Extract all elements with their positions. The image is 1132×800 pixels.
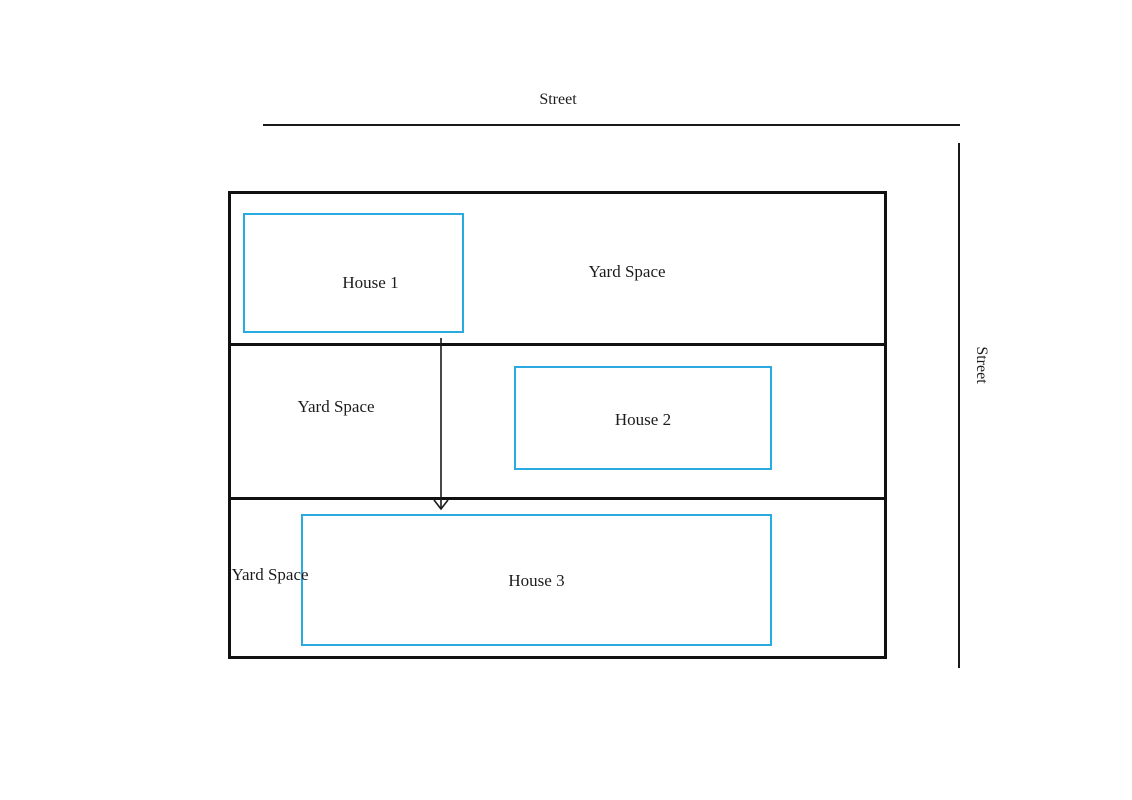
yard-label-lot-1: Yard Space <box>588 262 666 281</box>
house-3-label: House 3 <box>508 571 565 590</box>
street-label-right: Street <box>973 346 990 384</box>
street-line-top <box>263 124 960 126</box>
house-2-label: House 2 <box>614 410 672 429</box>
street-label-top: Street <box>539 91 577 108</box>
yard-label-lot-3: Yard Space <box>231 565 309 584</box>
street-line-right <box>958 143 960 668</box>
lot-divider-1 <box>231 343 884 346</box>
yard-label-lot-2: Yard Space <box>297 397 375 416</box>
house-2: House 2 <box>514 366 772 470</box>
down-arrow-icon <box>433 338 449 511</box>
lot-divider-2 <box>231 497 884 500</box>
house-1-label: House 1 <box>342 273 399 292</box>
house-1: House 1 <box>243 213 464 333</box>
house-3: House 3 <box>301 514 772 646</box>
